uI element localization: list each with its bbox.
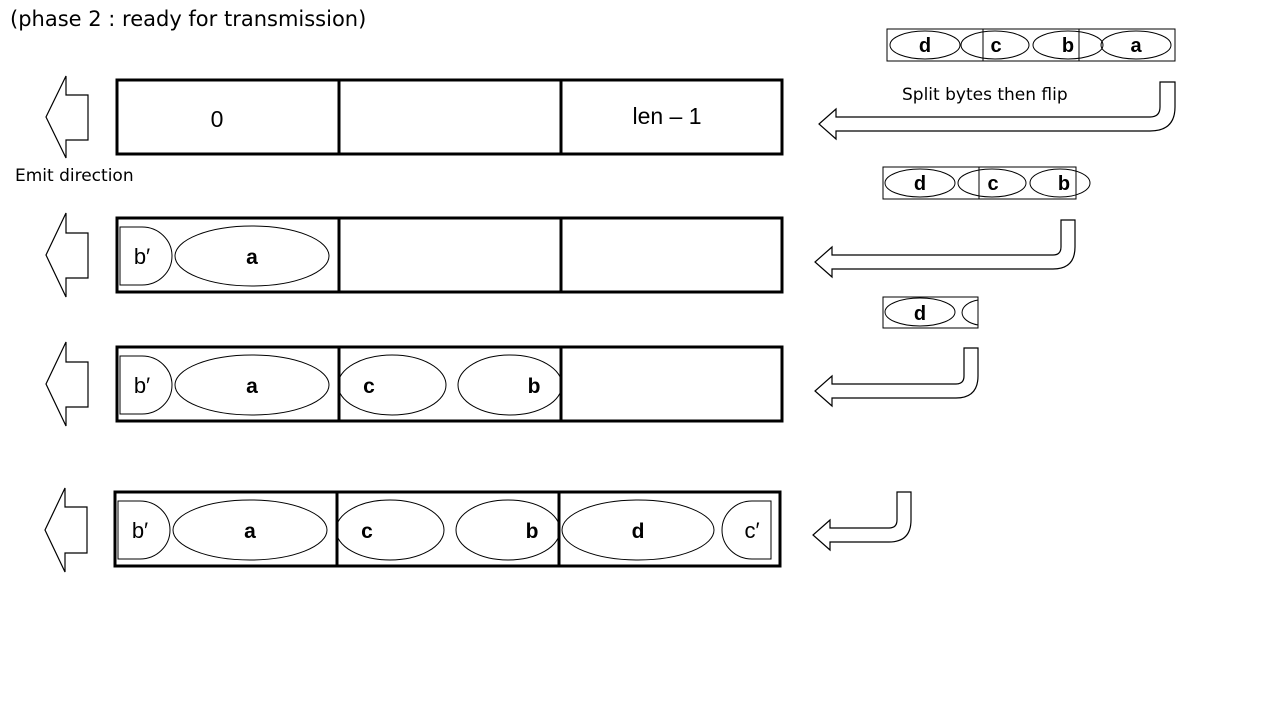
emit-arrow-row4 [44,487,88,573]
byte-b-prime-row2: b′ [134,244,150,269]
byte-oval-c-row3 [337,354,447,416]
source-strip-2 [882,166,1091,200]
byte-oval-a-row4 [172,499,328,561]
byte-c-row4: c [361,520,373,543]
emit-arrow-row3 [45,341,89,427]
half-oval-b-prime-row3 [119,355,173,415]
hook-arrow-1 [818,81,1176,141]
emit-direction-label: Emit direction [15,166,134,186]
strip1-byte-c: c [990,35,1001,57]
strip2-byte-d: d [914,173,926,195]
byte-b-row4: b [526,520,539,543]
emit-arrow-row2 [45,212,89,298]
buffer-row-2 [115,216,784,294]
phase-title: (phase 2 : ready for transmission) [10,7,366,31]
index-last-label: len – 1 [632,103,701,129]
half-oval-b-prime-row4 [117,500,171,560]
byte-oval-b-row3 [457,354,563,416]
strip1-byte-d: d [919,35,931,57]
hook-arrow-3 [814,347,979,408]
byte-a-row4: a [244,520,256,543]
strip3-byte-d: d [914,303,926,325]
strip1-byte-a: a [1130,35,1142,57]
buffer-row-4 [113,490,782,568]
strip2-byte-c: c [987,173,998,195]
index-first-label: 0 [211,106,224,132]
byte-d-row4: d [632,520,645,543]
byte-b-row3: b [528,375,541,398]
byte-b-prime-row4: b′ [132,518,148,543]
byte-oval-a-row3 [174,354,330,416]
buffer-row-3 [115,345,784,423]
byte-a-row3: a [246,375,258,398]
byte-c-prime-row4: c′ [744,518,759,543]
hook-arrow-2 [814,219,1076,279]
source-strip-3 [882,296,979,329]
emit-arrow-row1 [45,75,89,159]
strip2-byte-b: b [1058,173,1070,195]
byte-oval-b-row4 [455,499,561,561]
buffer-row-1 [115,78,784,156]
byte-c-row3: c [363,375,375,398]
split-bytes-label: Split bytes then flip [902,85,1068,105]
byte-oval-c-row4 [335,499,445,561]
source-strip-1 [886,28,1176,62]
byte-oval-a-row2 [174,225,330,287]
half-oval-c-prime-row4 [721,500,772,560]
byte-oval-d-row4 [561,499,715,561]
byte-a-row2: a [246,246,258,269]
strip1-byte-b: b [1062,35,1074,57]
byte-b-prime-row3: b′ [134,373,150,398]
hook-arrow-4 [812,491,912,552]
half-oval-b-prime-row2 [119,226,173,286]
